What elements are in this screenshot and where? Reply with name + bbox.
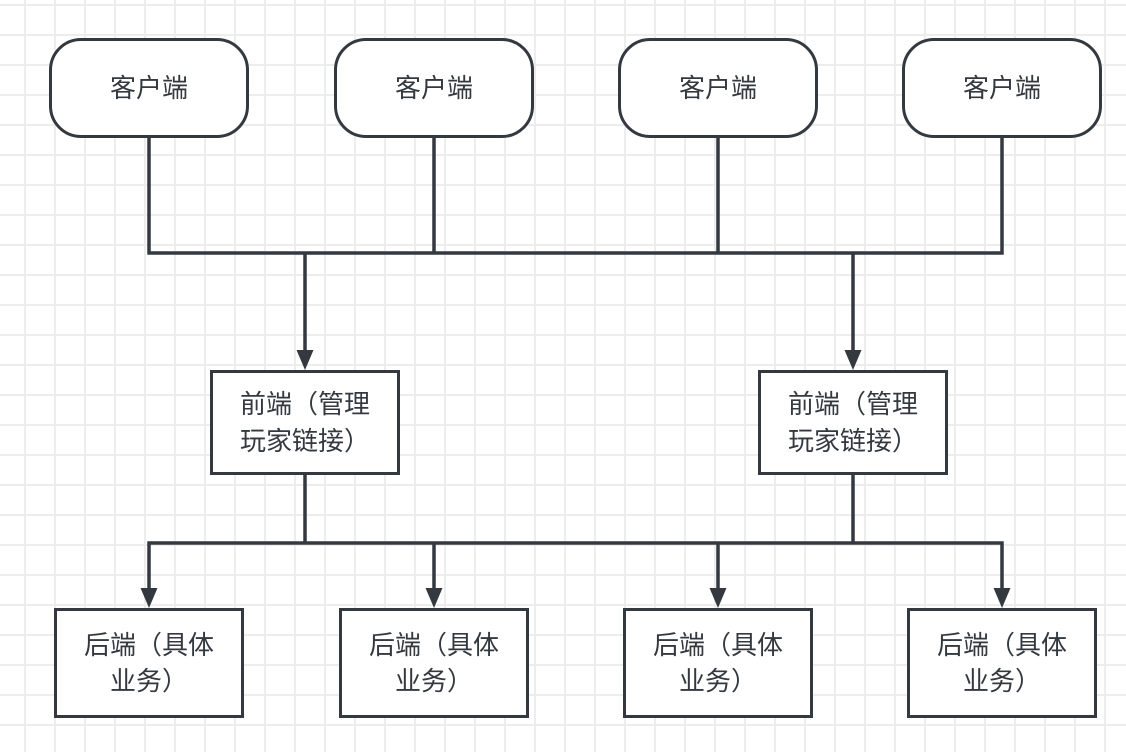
node-backend-1[interactable]: 后端（具体 业务）	[54, 608, 244, 718]
bottom-bus-outline[interactable]	[147, 541, 1004, 590]
node-frontend-1[interactable]: 前端（管理 玩家链接）	[210, 370, 400, 475]
arrowhead-frontend-1-icon	[296, 350, 314, 370]
node-frontend-2[interactable]: 前端（管理 玩家链接）	[758, 370, 948, 475]
arrowhead-backend-1-icon	[140, 588, 158, 608]
node-client-4[interactable]: 客户端	[902, 38, 1102, 138]
arrowhead-backend-4-icon	[993, 588, 1011, 608]
node-client-1[interactable]: 客户端	[49, 38, 249, 138]
node-client-2[interactable]: 客户端	[334, 38, 534, 138]
node-backend-3[interactable]: 后端（具体 业务）	[623, 608, 813, 718]
node-client-3[interactable]: 客户端	[618, 38, 818, 138]
node-backend-2[interactable]: 后端（具体 业务）	[339, 608, 529, 718]
node-backend-4[interactable]: 后端（具体 业务）	[907, 608, 1097, 718]
arrowhead-frontend-2-icon	[844, 350, 862, 370]
edge-clients-to-frontends-bus[interactable]	[147, 137, 1004, 370]
edge-frontends-to-backends-bus[interactable]	[140, 474, 1011, 608]
top-bus-outline[interactable]	[147, 137, 1004, 255]
arrowhead-backend-2-icon	[425, 588, 443, 608]
arrowhead-backend-3-icon	[709, 588, 727, 608]
